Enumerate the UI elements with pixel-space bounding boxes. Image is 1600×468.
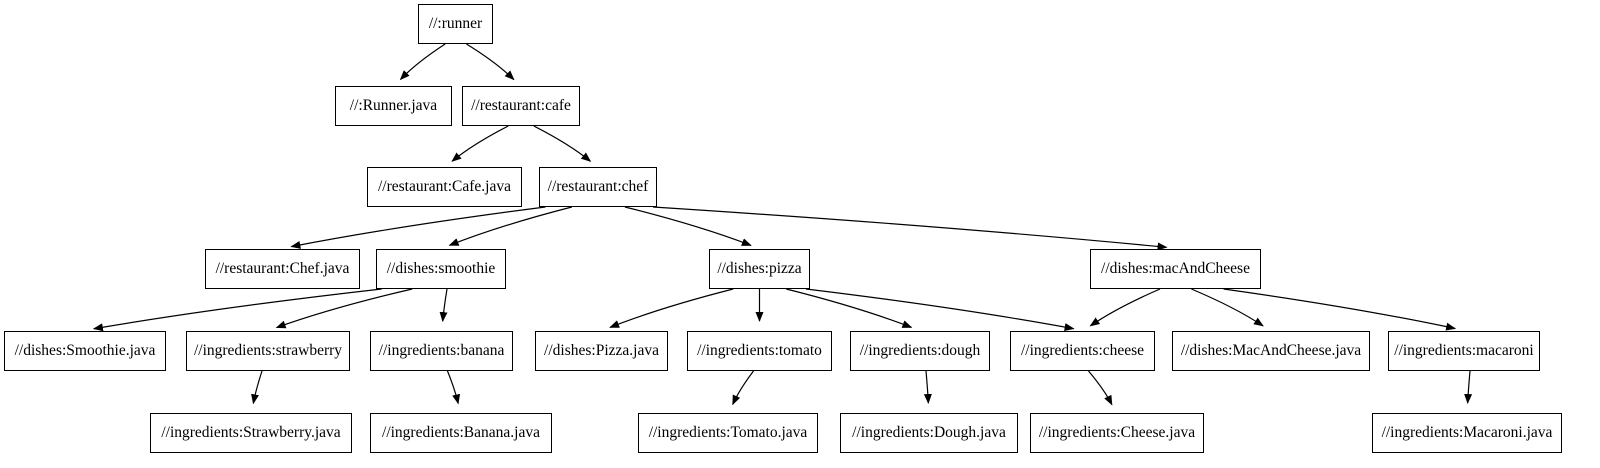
graph-edge-dishes_smoothie-to-ing_strawberry <box>275 288 413 329</box>
graph-node-dishes_pizza[interactable]: //dishes:pizza <box>709 249 810 289</box>
graph-node-ing_tomato[interactable]: //ingredients:tomato <box>687 331 832 371</box>
graph-node-label: //ingredients:Tomato.java <box>648 424 808 442</box>
graph-edge-dishes_macandcheese-to-ing_cheese <box>1089 288 1161 327</box>
graph-node-label: //:runner <box>428 15 483 33</box>
graph-edge-dishes_pizza-to-dishes_pizza_java <box>609 288 734 328</box>
graph-edge-ing_macaroni-to-ing_macaroni_java <box>1464 370 1473 405</box>
graph-node-label: //restaurant:Cafe.java <box>378 178 511 196</box>
graph-node-label: //dishes:MacAndCheese.java <box>1180 342 1362 360</box>
graph-node-ing_tomato_java[interactable]: //ingredients:Tomato.java <box>638 413 818 453</box>
graph-node-ing_banana[interactable]: //ingredients:banana <box>370 331 513 371</box>
graph-node-label: //ingredients:Banana.java <box>382 424 540 442</box>
graph-edge-ing_strawberry-to-ing_strawberry_java <box>251 370 263 405</box>
graph-node-label: //dishes:Smoothie.java <box>14 342 156 360</box>
graph-edge-dishes_smoothie-to-dishes_smoothie_java <box>92 288 382 332</box>
graph-node-ing_cheese_java[interactable]: //ingredients:Cheese.java <box>1030 413 1204 453</box>
graph-node-label: //ingredients:Strawberry.java <box>161 424 341 442</box>
graph-node-label: //dishes:pizza <box>717 260 802 278</box>
graph-node-label: //:Runner.java <box>349 97 438 115</box>
graph-node-restaurant_cafe[interactable]: //restaurant:cafe <box>462 86 580 126</box>
graph-node-ing_dough_java[interactable]: //ingredients:Dough.java <box>840 413 1018 453</box>
graph-edge-dishes_macandcheese-to-ing_macaroni <box>1223 288 1457 331</box>
graph-node-runner_java[interactable]: //:Runner.java <box>335 86 452 126</box>
graph-node-label: //ingredients:banana <box>378 342 505 360</box>
graph-node-label: //dishes:macAndCheese <box>1101 260 1250 278</box>
graph-edge-ing_cheese-to-ing_cheese_java <box>1088 370 1113 406</box>
graph-node-label: //ingredients:Macaroni.java <box>1381 424 1553 442</box>
graph-edge-ing_tomato-to-ing_tomato_java <box>732 370 754 406</box>
graph-edge-dishes_macandcheese-to-dishes_mac_java <box>1191 288 1264 327</box>
graph-node-restaurant_cafe_java[interactable]: //restaurant:Cafe.java <box>367 167 522 207</box>
graph-node-label: //ingredients:Cheese.java <box>1038 424 1196 442</box>
graph-node-ing_dough[interactable]: //ingredients:dough <box>850 331 990 371</box>
graph-node-label: //dishes:Pizza.java <box>544 342 659 360</box>
graph-node-dishes_mac_java[interactable]: //dishes:MacAndCheese.java <box>1172 331 1370 371</box>
graph-node-restaurant_chef_java[interactable]: //restaurant:Chef.java <box>205 249 360 289</box>
graph-edge-restaurant_cafe-to-restaurant_chef <box>533 125 592 162</box>
graph-edge-runner-to-runner_java <box>399 43 446 81</box>
graph-node-label: //restaurant:cafe <box>471 97 571 115</box>
graph-edge-restaurant_chef-to-dishes_pizza <box>624 206 752 246</box>
graph-node-ing_banana_java[interactable]: //ingredients:Banana.java <box>370 413 552 453</box>
graph-edge-dishes_pizza-to-ing_dough <box>786 288 913 328</box>
graph-edge-restaurant_chef-to-restaurant_chef_java <box>290 206 546 249</box>
graph-edge-restaurant_chef-to-dishes_macandcheese <box>652 206 1168 251</box>
graph-node-dishes_macandcheese[interactable]: //dishes:macAndCheese <box>1090 249 1261 289</box>
graph-node-label: //ingredients:Dough.java <box>852 424 1006 442</box>
graph-node-label: //restaurant:Chef.java <box>215 260 350 278</box>
graph-node-label: //ingredients:tomato <box>697 342 822 360</box>
graph-edge-ing_dough-to-ing_dough_java <box>923 370 932 405</box>
graph-edge-dishes_smoothie-to-ing_banana <box>439 288 448 323</box>
graph-node-ing_macaroni_java[interactable]: //ingredients:Macaroni.java <box>1372 413 1562 453</box>
graph-node-ing_macaroni[interactable]: //ingredients:macaroni <box>1388 331 1540 371</box>
graph-node-runner[interactable]: //:runner <box>418 4 493 44</box>
graph-node-dishes_smoothie_java[interactable]: //dishes:Smoothie.java <box>4 331 166 371</box>
graph-node-dishes_pizza_java[interactable]: //dishes:Pizza.java <box>535 331 668 371</box>
graph-edge-runner-to-restaurant_cafe <box>466 43 515 81</box>
graph-edge-restaurant_chef-to-dishes_smoothie <box>448 206 572 246</box>
graph-edge-restaurant_cafe-to-restaurant_cafe_java <box>451 125 509 162</box>
graph-node-restaurant_chef[interactable]: //restaurant:chef <box>539 167 657 207</box>
graph-node-label: //ingredients:macaroni <box>1394 342 1534 360</box>
graph-node-ing_strawberry[interactable]: //ingredients:strawberry <box>186 331 350 371</box>
graph-node-label: //ingredients:dough <box>859 342 981 360</box>
graph-node-ing_strawberry_java[interactable]: //ingredients:Strawberry.java <box>150 413 352 453</box>
graph-node-label: //ingredients:strawberry <box>193 342 343 360</box>
graph-node-label: //dishes:smoothie <box>386 260 496 278</box>
graph-edge-ing_banana-to-ing_banana_java <box>446 370 461 405</box>
graph-node-label: //restaurant:chef <box>547 178 649 196</box>
graph-edge-dishes_pizza-to-ing_cheese <box>805 288 1075 331</box>
graph-node-ing_cheese[interactable]: //ingredients:cheese <box>1010 331 1155 371</box>
graph-node-dishes_smoothie[interactable]: //dishes:smoothie <box>376 249 506 289</box>
graph-node-label: //ingredients:cheese <box>1020 342 1145 360</box>
